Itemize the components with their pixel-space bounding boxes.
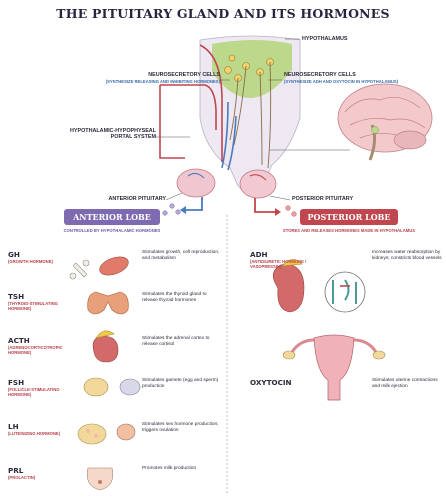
label-portal: HYPOTHALAMIC-HYPOPHYSEAL PORTAL SYSTEM xyxy=(70,128,156,140)
posterior-lobe-subtitle: STORES AND RELEASES HORMONES MADE IN HYP… xyxy=(280,228,418,233)
breast-icon xyxy=(87,468,113,490)
hormone-abbr: TSH xyxy=(8,292,68,301)
anterior-lobe-box: ANTERIOR LOBE xyxy=(64,209,160,225)
ovary-testis-icon xyxy=(78,424,135,444)
hormone-abbr: GH xyxy=(8,250,68,259)
hormone-abbr: LH xyxy=(8,422,68,431)
label-anterior-pituitary: ANTERIOR PITUITARY xyxy=(70,196,166,202)
hormone-row-anterior: GH (GROWTH HORMONE) xyxy=(8,250,68,264)
label-neuro-left-sub: (SYNTHESIZE RELEASING AND INHIBITING HOR… xyxy=(92,79,220,84)
thyroid-icon xyxy=(88,292,129,314)
hormone-description: Stimulates sex hormone production; trigg… xyxy=(142,422,222,434)
hormone-full-name: (PROLACTIN) xyxy=(8,475,68,480)
label-neuro-left: NEUROSECRETORY CELLS xyxy=(92,72,220,78)
hormone-full-name: (ANTIDIURETIC HORMONE / VASOPRESSIN) xyxy=(250,259,310,269)
hormone-row-anterior: PRL (PROLACTIN) xyxy=(8,466,68,480)
release-arrows xyxy=(186,197,275,212)
label-neuro-right-sub: (SYNTHESIZE ADH AND OXYTOCIN IN HYPOTHAL… xyxy=(284,79,434,84)
hormone-full-name: (FOLLICLE-STIMULATING HORMONE) xyxy=(8,387,68,397)
hormone-description: Stimulates growth, cell reproduction, an… xyxy=(142,250,222,262)
posterior-pituitary-shape xyxy=(240,170,276,198)
posterior-lobe-box: POSTERIOR LOBE xyxy=(300,209,398,225)
hormone-row-anterior: FSH (FOLLICLE-STIMULATING HORMONE) xyxy=(8,378,68,397)
brain-icon xyxy=(338,84,432,160)
posterior-lobe-title: POSTERIOR LOBE xyxy=(307,212,390,222)
hormone-abbr: FSH xyxy=(8,378,68,387)
hormone-row-posterior: ADH (ANTIDIURETIC HORMONE / VASOPRESSIN) xyxy=(250,250,310,269)
hormone-description: Increases water reabsorption by kidneys;… xyxy=(372,250,442,262)
label-neuro-right: NEUROSECRETORY CELLS xyxy=(284,72,434,78)
hormone-description: Stimulates uterine contractions and milk… xyxy=(372,378,442,390)
hormone-row-anterior: ACTH (ADRENOCORTICOTROPIC HORMONE) xyxy=(8,336,68,355)
hormone-description: Stimulates the thyroid gland to release … xyxy=(142,292,222,304)
hormone-row-anterior: LH (LUTEINIZING HORMONE) xyxy=(8,422,68,436)
gonads-icon xyxy=(84,378,140,396)
uterus-icon xyxy=(283,335,385,400)
label-hypothalamus: HYPOTHALAMUS xyxy=(302,36,348,42)
hormone-description: Stimulates the adrenal cortex to release… xyxy=(142,336,222,348)
bone-and-muscle-icon xyxy=(70,253,131,279)
anterior-lobe-title: ANTERIOR LOBE xyxy=(73,212,151,222)
hormone-full-name: (ADRENOCORTICOTROPIC HORMONE) xyxy=(8,345,68,355)
hormone-row-posterior: OXYTOCIN xyxy=(250,378,310,387)
hormone-row-anterior: TSH (THYROID-STIMULATING HORMONE) xyxy=(8,292,68,311)
hormone-description: Promotes milk production xyxy=(142,466,222,472)
hormone-full-name: (GROWTH HORMONE) xyxy=(8,259,68,264)
hormone-full-name: (THYROID-STIMULATING HORMONE) xyxy=(8,301,68,311)
hormone-abbr: PRL xyxy=(8,466,68,475)
adrenal-kidney-icon xyxy=(93,331,118,362)
anterior-lobe-subtitle: CONTROLLED BY HYPOTHALAMIC HORMONES xyxy=(46,228,178,233)
hormone-description: Stimulates gamete (egg and sperm) produc… xyxy=(142,378,222,390)
hormone-full-name: (LUTEINIZING HORMONE) xyxy=(8,431,68,436)
hormone-abbr: OXYTOCIN xyxy=(250,378,310,387)
hormone-abbr: ADH xyxy=(250,250,310,259)
label-posterior-pituitary: POSTERIOR PITUITARY xyxy=(292,196,353,202)
hormone-abbr: ACTH xyxy=(8,336,68,345)
